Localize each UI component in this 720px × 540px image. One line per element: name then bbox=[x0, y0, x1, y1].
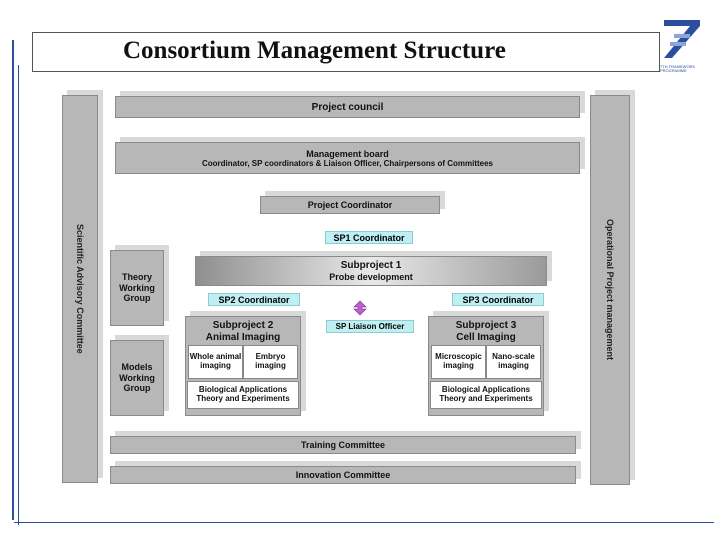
microscopic-imaging-cell: Microscopic imaging bbox=[431, 345, 486, 379]
logo-line-2: PROGRAMME bbox=[660, 68, 687, 74]
subproject-1: Subproject 1 Probe development bbox=[195, 256, 547, 286]
management-board-title: Management board bbox=[306, 148, 389, 159]
subproject-3: Subproject 3 Cell Imaging Microscopic im… bbox=[428, 316, 544, 416]
sp2-bio-line-1: Biological Applications bbox=[198, 385, 288, 395]
subproject-3-title-1: Subproject 3 bbox=[455, 320, 517, 331]
scientific-advisory-committee: Scientific Advisory Committee bbox=[62, 95, 98, 483]
project-coordinator: Project Coordinator bbox=[260, 196, 440, 214]
management-board: Management board Coordinator, SP coordin… bbox=[115, 142, 580, 174]
sp-liaison-officer: SP Liaison Officer bbox=[326, 320, 414, 333]
models-wg-label: Models Working Group bbox=[119, 361, 155, 394]
subproject-2: Subproject 2 Animal Imaging Whole animal… bbox=[185, 316, 301, 416]
embryo-imaging-label: Embryo imaging bbox=[255, 352, 286, 370]
project-council-label: Project council bbox=[311, 101, 384, 113]
sp-liaison-officer-label: SP Liaison Officer bbox=[335, 322, 405, 331]
management-board-subtitle: Coordinator, SP coordinators & Liaison O… bbox=[201, 158, 493, 168]
scientific-advisory-label: Scientific Advisory Committee bbox=[75, 224, 85, 354]
models-working-group: Models Working Group bbox=[110, 340, 164, 416]
left-accent-line-2 bbox=[18, 65, 19, 525]
project-coordinator-label: Project Coordinator bbox=[307, 200, 393, 210]
innovation-committee-label: Innovation Committee bbox=[295, 470, 391, 480]
operational-project-management: Operational Project management bbox=[590, 95, 630, 485]
left-accent-line bbox=[12, 40, 14, 520]
embryo-imaging-cell: Embryo imaging bbox=[243, 345, 298, 379]
bottom-accent-line bbox=[14, 522, 714, 523]
fp7-logo-icon bbox=[664, 20, 700, 58]
sp3-coordinator: SP3 Coordinator bbox=[452, 293, 544, 306]
operational-pm-label: Operational Project management bbox=[605, 219, 615, 361]
sp3-bio-line-1: Biological Applications bbox=[441, 385, 531, 395]
title-frame: Consortium Management Structure bbox=[32, 32, 660, 72]
page-title: Consortium Management Structure bbox=[123, 37, 506, 64]
whole-animal-imaging-label: Whole animal imaging bbox=[189, 352, 242, 370]
subproject-3-title-2: Cell Imaging bbox=[456, 331, 516, 343]
sp1-coordinator-label: SP1 Coordinator bbox=[333, 232, 405, 243]
liaison-double-arrow-icon bbox=[353, 300, 367, 316]
training-committee-label: Training Committee bbox=[300, 440, 385, 450]
subproject-2-title-1: Subproject 2 bbox=[212, 320, 274, 331]
project-council: Project council bbox=[115, 96, 580, 118]
sp2-coordinator-label: SP2 Coordinator bbox=[218, 294, 290, 305]
subproject-1-subtitle: Probe development bbox=[329, 271, 413, 282]
sp3-bio-line-2: Theory and Experiments bbox=[439, 394, 533, 403]
sp3-coordinator-label: SP3 Coordinator bbox=[462, 294, 534, 305]
subproject-2-title-2: Animal Imaging bbox=[205, 331, 281, 343]
theory-working-group: Theory Working Group bbox=[110, 250, 164, 326]
theory-wg-label: Theory Working Group bbox=[119, 271, 155, 304]
microscopic-imaging-label: Microscopic imaging bbox=[435, 352, 482, 370]
fp7-logo: 7TH FRAMEWORK PROGRAMME bbox=[660, 14, 704, 76]
sp3-biological-applications: Biological Applications Theory and Exper… bbox=[430, 381, 542, 409]
subproject-1-title: Subproject 1 bbox=[340, 260, 402, 272]
sp2-biological-applications: Biological Applications Theory and Exper… bbox=[187, 381, 299, 409]
whole-animal-imaging-cell: Whole animal imaging bbox=[188, 345, 243, 379]
nano-scale-imaging-label: Nano-scale imaging bbox=[492, 352, 535, 370]
training-committee: Training Committee bbox=[110, 436, 576, 454]
sp2-coordinator: SP2 Coordinator bbox=[208, 293, 300, 306]
innovation-committee: Innovation Committee bbox=[110, 466, 576, 484]
nano-scale-imaging-cell: Nano-scale imaging bbox=[486, 345, 541, 379]
logo-line-1: 7TH FRAMEWORK bbox=[660, 64, 696, 69]
sp2-bio-line-2: Theory and Experiments bbox=[196, 394, 290, 403]
sp1-coordinator: SP1 Coordinator bbox=[325, 231, 413, 244]
